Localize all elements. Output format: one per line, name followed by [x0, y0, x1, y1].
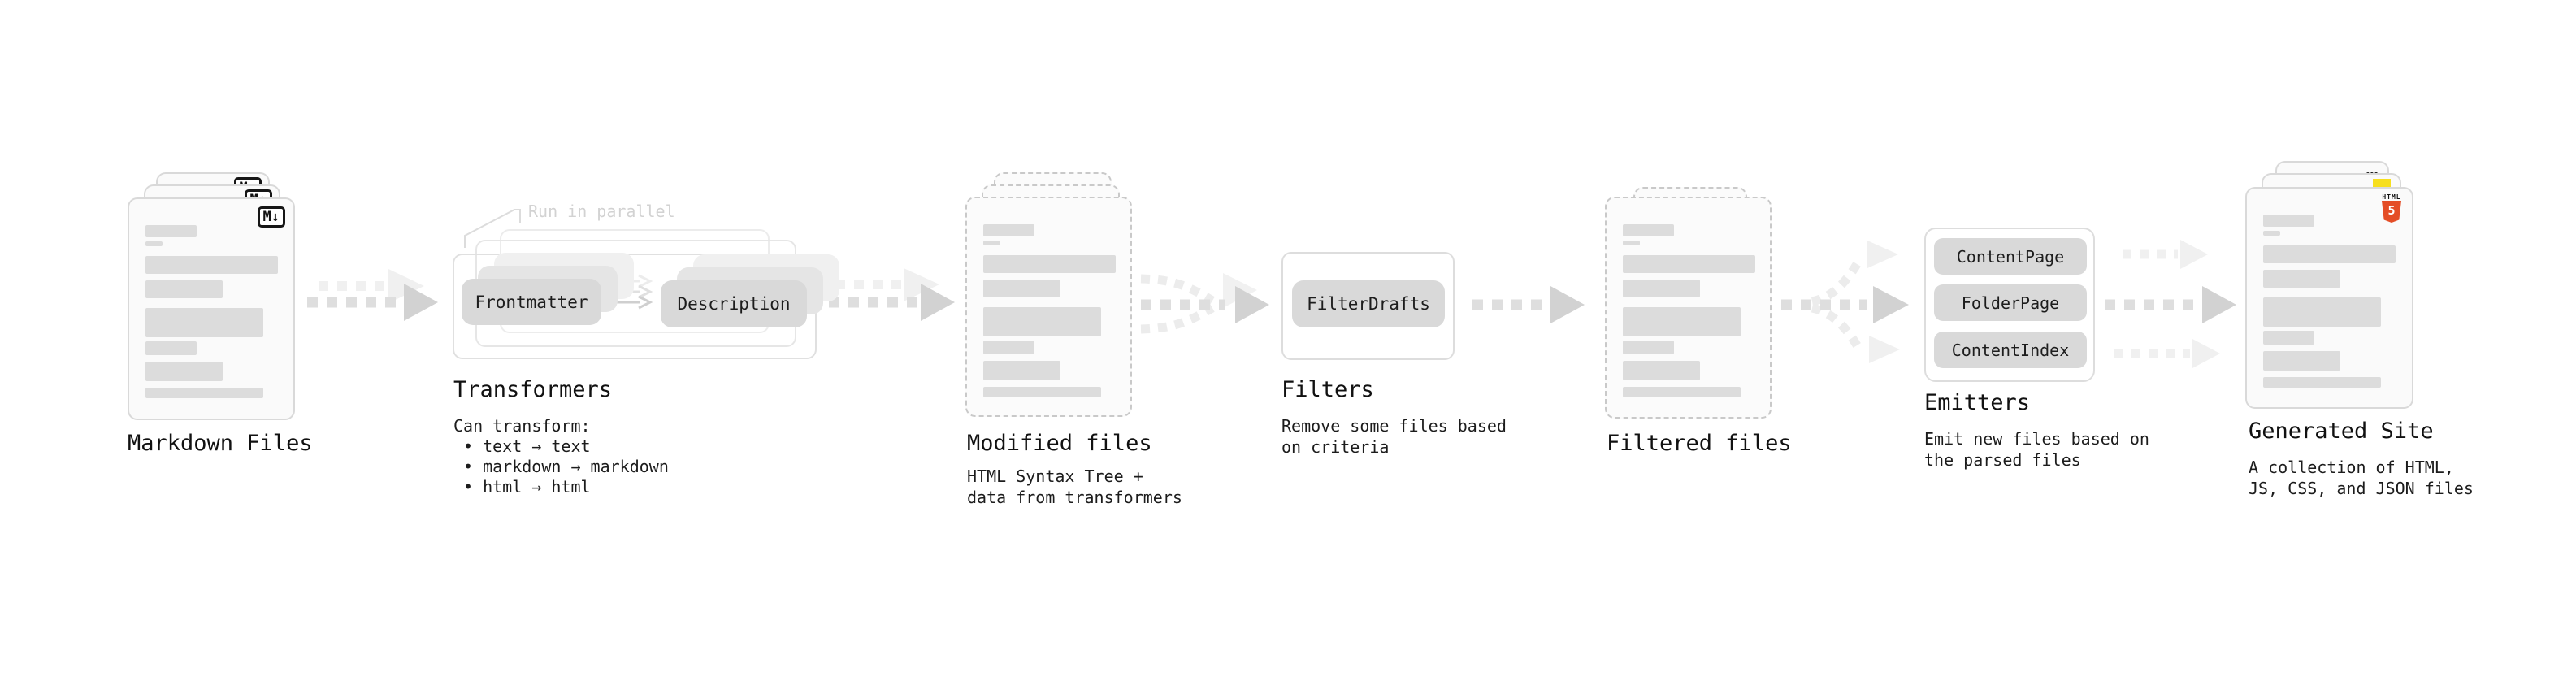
placeholder-line — [145, 388, 263, 398]
placeholder-line — [2263, 245, 2396, 263]
filtered-files-label: Filtered files — [1607, 431, 1792, 456]
folderpage-pill: FolderPage — [1934, 284, 2087, 321]
placeholder-line — [983, 224, 1034, 236]
emitters-title: Emitters — [1924, 390, 2031, 415]
placeholder-line — [2263, 351, 2340, 371]
placeholder-line — [1623, 241, 1640, 245]
modified-files-label: Modified files — [967, 431, 1152, 456]
placeholder-line — [983, 307, 1101, 336]
arrow-emitters-to-generated — [2105, 240, 2236, 368]
markdown-files-label: Markdown Files — [128, 431, 313, 456]
js-logo — [2373, 179, 2391, 189]
arrow-markdown-to-transformers — [307, 269, 438, 321]
placeholder-line — [145, 362, 223, 381]
run-in-parallel-annotation: Run in parallel — [528, 202, 675, 221]
html5-logo: HTML 5 — [2381, 193, 2402, 223]
arrow-modified-to-filters-merge — [1140, 273, 1269, 334]
placeholder-line — [983, 361, 1060, 380]
placeholder-line — [145, 256, 278, 274]
placeholder-line — [145, 308, 263, 337]
emitters-desc: Emit new files based on the parsed files — [1924, 429, 2149, 470]
contentindex-pill: ContentIndex — [1934, 332, 2087, 368]
bullet-text-to-text: • text → text — [463, 436, 591, 456]
html5-logo-shield: 5 — [2382, 201, 2401, 223]
arrow-filtered-to-emitters-split — [1781, 241, 1909, 363]
filters-desc: Remove some files based on criteria — [1281, 416, 1507, 457]
bullet-markdown-to-markdown: • markdown → markdown — [463, 457, 669, 476]
modified-file-card-front — [965, 197, 1132, 417]
html5-logo-word: HTML — [2382, 193, 2401, 201]
bullet-html-to-html: • html → html — [463, 477, 591, 497]
modified-files-desc: HTML Syntax Tree + data from transformer… — [967, 466, 1182, 507]
transformers-bullets: • text → text • markdown → markdown • ht… — [453, 436, 669, 497]
frontmatter-pill: Frontmatter — [462, 279, 601, 325]
placeholder-line — [145, 280, 223, 298]
markdown-logo: M↓ — [257, 206, 285, 228]
placeholder-line — [983, 241, 1000, 245]
placeholder-line — [2263, 297, 2381, 327]
placeholder-line — [1623, 387, 1741, 397]
emitters-box — [1924, 228, 2095, 382]
placeholder-line — [2263, 231, 2280, 236]
placeholder-line — [145, 225, 197, 237]
placeholder-line — [145, 341, 197, 355]
transformers-desc-heading: Can transform: — [453, 416, 591, 436]
filtered-file-card-front — [1605, 197, 1772, 419]
transformers-title: Transformers — [453, 377, 613, 402]
placeholder-line — [983, 340, 1034, 354]
placeholder-line — [145, 241, 163, 246]
placeholder-line — [1623, 255, 1755, 273]
filters-box — [1281, 252, 1455, 360]
placeholder-line — [1623, 280, 1700, 297]
placeholder-line — [2263, 270, 2340, 288]
placeholder-line — [1623, 224, 1674, 236]
placeholder-line — [2263, 331, 2314, 345]
placeholder-line — [983, 280, 1060, 297]
placeholder-line — [1623, 361, 1700, 380]
placeholder-line — [1623, 307, 1741, 336]
description-pill: Description — [661, 280, 807, 327]
arrow-filters-to-filtered — [1472, 286, 1585, 323]
run-in-parallel-callout-line — [464, 209, 521, 248]
placeholder-line — [2263, 377, 2381, 388]
markdown-file-card-front: M↓ — [128, 197, 295, 420]
placeholder-line — [983, 255, 1116, 273]
filterdrafts-pill: FilterDrafts — [1292, 280, 1445, 327]
arrow-transformers-to-modified — [829, 268, 955, 321]
generated-site-label: Generated Site — [2249, 419, 2434, 444]
filters-title: Filters — [1281, 377, 1374, 402]
contentpage-pill: ContentPage — [1934, 238, 2087, 275]
generated-site-desc: A collection of HTML, JS, CSS, and JSON … — [2249, 458, 2474, 498]
generated-html-file-card: HTML 5 — [2245, 187, 2413, 409]
placeholder-line — [2263, 215, 2314, 227]
placeholder-line — [983, 387, 1101, 397]
placeholder-line — [1623, 340, 1674, 354]
